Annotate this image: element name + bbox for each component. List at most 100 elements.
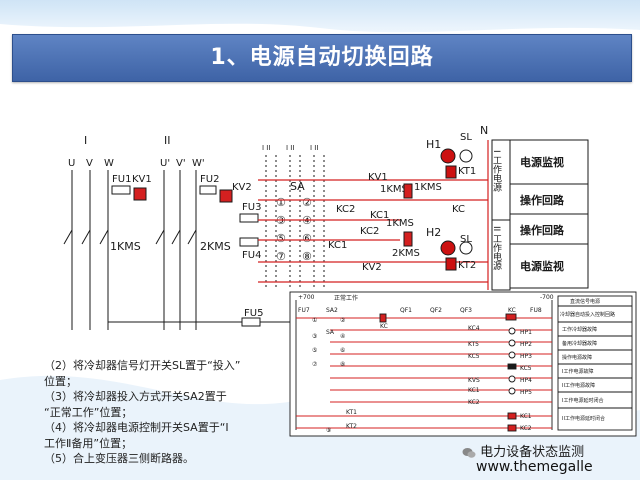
- wechat-icon: [462, 447, 476, 458]
- col-mark-3: I II: [310, 144, 318, 152]
- watermark-text: 电力设备状态监测: [480, 445, 585, 460]
- b-terminal-5: ⑤: [312, 347, 317, 354]
- contactor-1kms-top: 1KMS: [380, 184, 408, 195]
- label-kc2: KC2: [468, 399, 480, 406]
- b-terminal-6: ⑥: [340, 347, 345, 354]
- coil-kc2-a: KC2: [336, 204, 355, 215]
- label-kc: KC: [508, 307, 516, 314]
- contactor-2kms-mid: 2KMS: [392, 248, 420, 259]
- output-kc1: KC1: [520, 413, 532, 420]
- terminal-5: ⑤: [276, 232, 286, 245]
- lamp-sl-1: SL: [460, 132, 472, 143]
- note-line-7: （5）合上变压器三侧断路器。: [44, 452, 194, 465]
- voltage-plus: +700: [298, 294, 315, 301]
- legend-item-2: 工作冷却器故障: [562, 326, 597, 333]
- fuse-fu8: FU8: [530, 307, 542, 314]
- fuse-fu7: FU7: [298, 307, 310, 314]
- legend-header: 直流信号电源: [570, 298, 600, 305]
- label-qf2: QF2: [430, 307, 442, 314]
- label-kt1: KT1: [346, 409, 357, 416]
- coil-kc1-b: KC1: [328, 240, 347, 251]
- label-kc5: KC5: [468, 353, 480, 360]
- legend-item-1: 冷却器自动投入控制回路: [560, 311, 615, 318]
- top-red-wiring: [258, 140, 489, 290]
- b-terminal-8: ⑧: [340, 361, 345, 368]
- legend-item-5: I工作电源故障: [562, 368, 593, 375]
- title-bar: 1、电源自动切换回路: [12, 34, 632, 82]
- label-kt2: KT2: [346, 423, 357, 430]
- voltage-minus: -700: [540, 294, 554, 301]
- phase-w2: W': [192, 158, 205, 169]
- bottom-circuit: +700 -700 FU7 FU8 正常工作 SA2: [289, 291, 637, 437]
- b-terminal-1: ①: [312, 317, 317, 324]
- relay-kv2-coil: KV2: [362, 262, 382, 273]
- relay-kv1-coil: KV1: [368, 172, 388, 183]
- label-sa: SA: [326, 329, 335, 336]
- col-mark-2: I II: [286, 144, 294, 152]
- label-kt5: KT5: [468, 341, 479, 348]
- circuit-diagram: I II N U V W U' V' W' 1KMS 2KMS: [63, 124, 637, 437]
- col-mark-1: I II: [262, 144, 270, 152]
- box-operation-2: 操作回路: [520, 223, 565, 237]
- contactor-1kms-mid: 1KMS: [386, 218, 414, 229]
- phase-w: W: [104, 158, 114, 169]
- output-hp3: HP3: [520, 353, 532, 360]
- fuse-fu2: FU2: [200, 174, 219, 185]
- legend-item-7: I工作电源延时闭合: [562, 397, 603, 404]
- box-power-monitor-1: 电源监视: [520, 155, 564, 169]
- label-qf3: QF3: [460, 307, 472, 314]
- output-hp2: HP2: [520, 341, 532, 348]
- contactor-1kms: 1KMS: [110, 240, 141, 253]
- fuse-fu5: FU5: [244, 308, 263, 319]
- contactor-1kms-right: 1KMS: [414, 182, 442, 193]
- coil-kc2-b: KC2: [360, 226, 379, 237]
- fuse-fu4: FU4: [242, 250, 261, 261]
- lamp-h2: H2: [426, 226, 441, 239]
- terminal-2: ②: [302, 196, 312, 209]
- notes: （2）将冷却器信号灯开关SL置于“投入” 位置； （3）将冷却器投入方式开关SA…: [44, 358, 276, 467]
- b-terminal-3: ③: [312, 333, 317, 340]
- lamp-sl-2: SL: [460, 234, 472, 245]
- note-line-2: 位置；: [44, 374, 77, 388]
- slide-title: 1、电源自动切换回路: [210, 45, 434, 70]
- note-line-4: “正常工作”位置；: [44, 405, 133, 419]
- phase-v2: V': [176, 158, 186, 169]
- site-url: www.themegalle: [476, 459, 593, 475]
- terminal-1: ①: [276, 196, 286, 209]
- legend-item-3: 备用冷却器故障: [562, 340, 597, 347]
- output-kc5: KC5: [520, 365, 532, 372]
- bus-label-n: N: [480, 124, 488, 137]
- bus-label-2: II: [164, 134, 171, 147]
- relay-kv2: KV2: [232, 182, 252, 193]
- phase-v: V: [86, 158, 93, 169]
- section-label-2: II 工作电源: [491, 226, 502, 271]
- switch-sa: SA: [290, 180, 305, 193]
- b-terminal-2: ②: [340, 317, 346, 324]
- note-line-1: （2）将冷却器信号灯开关SL置于“投入”: [44, 359, 241, 372]
- top-right-elements: KV1 1KMS 1KMS KC2 KC1 KC2 1KMS KC1 2KMS …: [328, 132, 589, 291]
- coil-kc: KC: [452, 204, 465, 215]
- watermark: 电力设备状态监测: [462, 441, 640, 460]
- output-hp5: HP5: [520, 389, 532, 396]
- b-terminal-4: ④: [340, 333, 345, 340]
- label-normal: 正常工作: [334, 294, 358, 302]
- terminal-7: ⑦: [276, 250, 286, 263]
- phase-u2: U': [160, 158, 170, 169]
- note-line-3: （3）将冷却器投入方式开关SA2置于: [44, 390, 227, 403]
- relay-kv1: KV1: [132, 174, 152, 185]
- box-operation-1: 操作回路: [520, 193, 565, 207]
- lamp-h1: H1: [426, 138, 441, 151]
- legend-item-4: 操作电源故障: [562, 354, 592, 361]
- phase-u: U: [68, 158, 75, 169]
- label-sa2: SA2: [326, 307, 338, 314]
- fuse-fu1: FU1: [112, 174, 131, 185]
- note-line-6: 工作Ⅱ备用”位置；: [44, 436, 133, 450]
- output-hp4: HP4: [520, 377, 532, 384]
- label-qf1: QF1: [400, 307, 412, 314]
- b-terminal-9: ⑨: [326, 427, 331, 434]
- relay-kt1: KT1: [458, 166, 476, 177]
- fuse-fu3: FU3: [242, 202, 261, 213]
- label-kc4: KC4: [468, 325, 480, 332]
- relay-kt2: KT2: [458, 260, 476, 271]
